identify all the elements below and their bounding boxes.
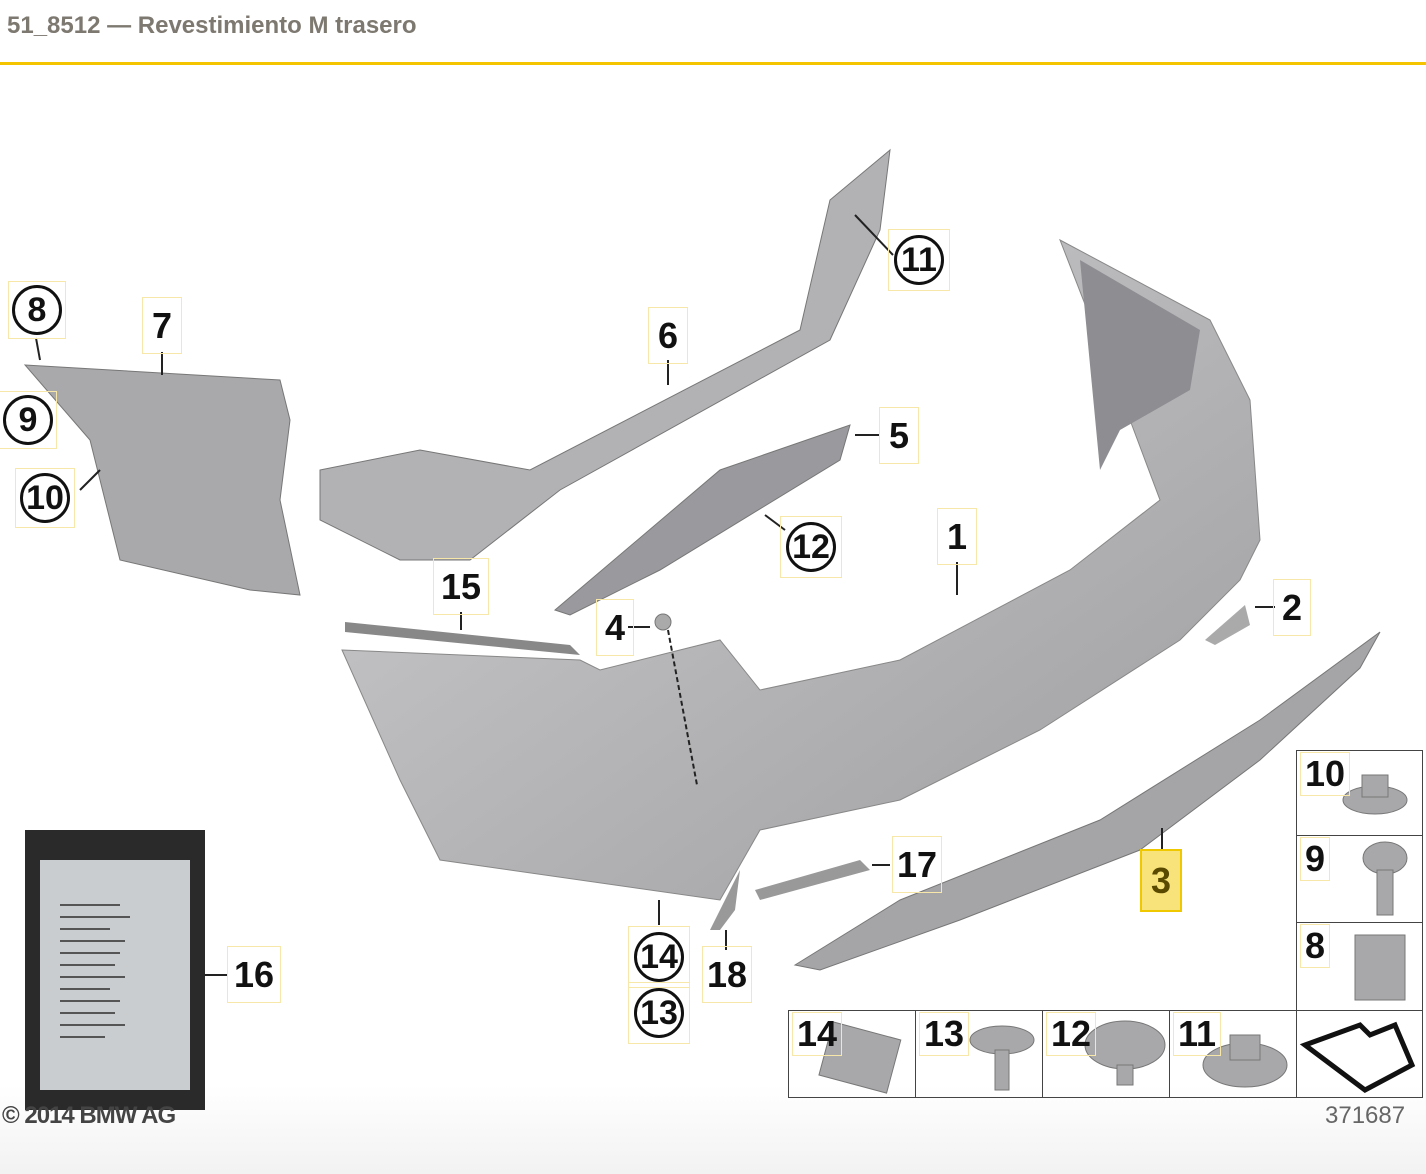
page-header: 51_8512 — Revestimiento M trasero xyxy=(0,0,1426,65)
fastener-cell-8: 8 xyxy=(1296,922,1423,1011)
page-title: 51_8512 — Revestimiento M trasero xyxy=(7,12,417,39)
callout-5[interactable]: 5 xyxy=(879,407,919,464)
callout-label: 15 xyxy=(440,565,482,607)
callout-label: 6 xyxy=(657,314,679,356)
callout-label: 7 xyxy=(151,304,173,346)
arrow-cell xyxy=(1296,1010,1423,1098)
callout-1[interactable]: 1 xyxy=(937,508,977,565)
callout-16[interactable]: 16 xyxy=(227,946,281,1003)
fastener-label-12[interactable]: 12 xyxy=(1045,1012,1097,1056)
callout-label: 11 xyxy=(894,235,944,285)
callout-label: 2 xyxy=(1281,586,1303,628)
fastener-cell-9: 9 xyxy=(1296,835,1423,923)
callout-label: 10 xyxy=(20,473,70,523)
callout-15[interactable]: 15 xyxy=(433,558,489,615)
diagram-number: 371687 xyxy=(1325,1102,1406,1129)
guide-5 xyxy=(553,424,851,616)
callout-4[interactable]: 4 xyxy=(596,599,634,656)
callout-label: 17 xyxy=(896,843,938,885)
fastener-label-9[interactable]: 9 xyxy=(1299,837,1331,881)
callout-9[interactable]: 9 xyxy=(0,391,57,449)
callout-6[interactable]: 6 xyxy=(648,307,688,364)
fastener-cell-13: 13 xyxy=(915,1010,1043,1098)
callout-12[interactable]: 12 xyxy=(780,516,842,578)
callout-14[interactable]: 14 xyxy=(628,926,690,988)
fastener-cell-10: 10 xyxy=(1296,750,1423,836)
callout-8[interactable]: 8 xyxy=(8,281,66,339)
fastener-label-13[interactable]: 13 xyxy=(918,1012,970,1056)
carrier xyxy=(319,148,891,561)
rear-bumper-trim xyxy=(341,238,1261,901)
callout-label: 9 xyxy=(3,395,53,445)
parts-diagram: 8 7 9 10 6 11 5 12 1 15 4 2 17 3 14 13 1… xyxy=(0,65,1426,1174)
callout-label: 5 xyxy=(888,414,910,456)
fastener-label-11[interactable]: 11 xyxy=(1172,1012,1222,1056)
copyright: © 2014 BMW AG xyxy=(2,1102,176,1129)
parts-illustration xyxy=(23,148,1416,1110)
fastener-label-14[interactable]: 14 xyxy=(791,1012,843,1056)
callout-label: 14 xyxy=(634,932,684,982)
callout-13[interactable]: 13 xyxy=(628,982,690,1044)
callout-label: 16 xyxy=(233,953,275,995)
callout-label: 18 xyxy=(706,953,748,995)
callout-17[interactable]: 17 xyxy=(892,836,942,893)
callout-3-selected[interactable]: 3 xyxy=(1140,849,1182,912)
callout-label: 12 xyxy=(786,522,836,572)
arrow-icon xyxy=(1299,1021,1416,1093)
bracket-left xyxy=(23,364,301,596)
fastener-label-10[interactable]: 10 xyxy=(1299,752,1351,796)
callout-label: 1 xyxy=(946,515,968,557)
callout-2[interactable]: 2 xyxy=(1273,579,1311,636)
fastener-cell-11: 11 xyxy=(1169,1010,1297,1098)
callout-label: 4 xyxy=(604,606,626,648)
fastener-cell-14: 14 xyxy=(788,1010,916,1098)
fastener-label-8[interactable]: 8 xyxy=(1299,924,1331,968)
callout-10[interactable]: 10 xyxy=(15,468,75,528)
callout-18[interactable]: 18 xyxy=(702,946,752,1003)
diffuser-3 xyxy=(793,631,1381,971)
callout-label: 13 xyxy=(634,988,684,1038)
callout-label: 8 xyxy=(12,285,62,335)
callout-11[interactable]: 11 xyxy=(888,229,950,291)
fastener-cell-12: 12 xyxy=(1042,1010,1170,1098)
callout-label: 3 xyxy=(1150,859,1172,901)
callout-7[interactable]: 7 xyxy=(142,297,182,354)
